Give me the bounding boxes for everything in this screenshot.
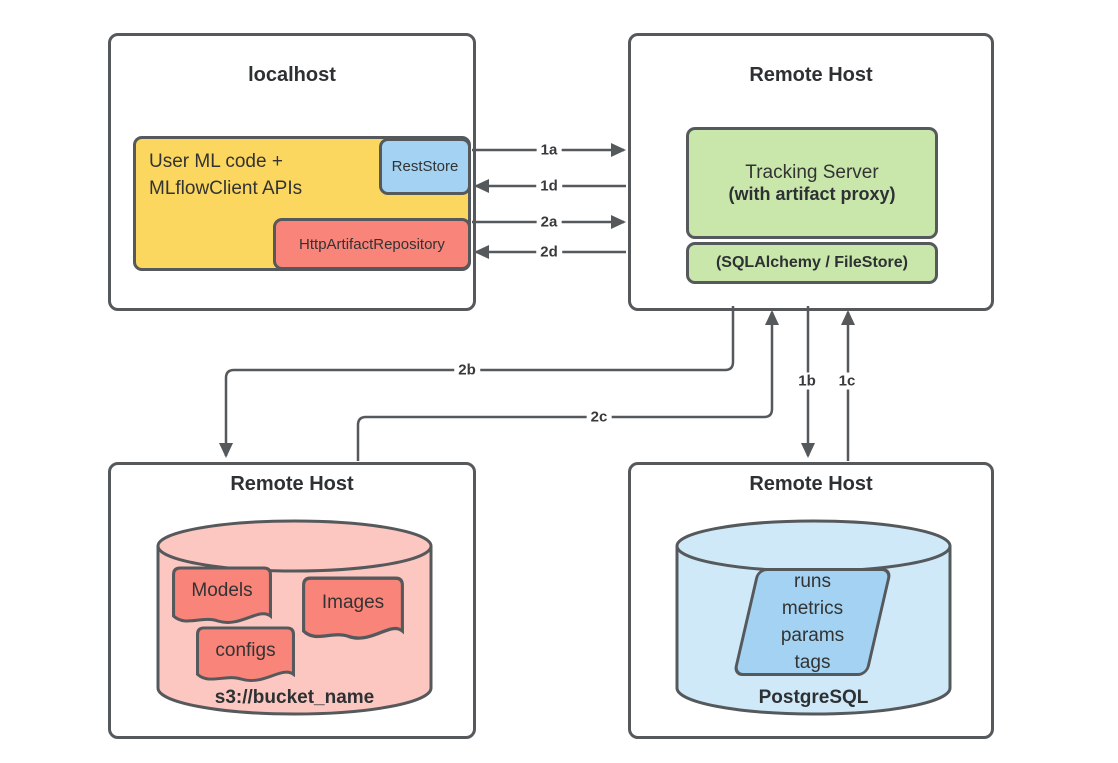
table-tags: tags: [794, 652, 831, 673]
artifact-host-title: Remote Host: [230, 473, 354, 495]
rest-store-box: RestStore: [379, 138, 471, 195]
user-ml-code-line1: User ML code +: [149, 151, 283, 172]
doc-configs-label: configs: [215, 640, 276, 661]
artifact-proxy-label: (with artifact proxy): [728, 183, 896, 204]
database-host-box: Remote Host runs metrics params tags Pos…: [628, 462, 994, 739]
arrow-label-1d: 1d: [536, 177, 562, 195]
tracking-server-label: Tracking Server: [745, 161, 879, 183]
arrow-label-2b: 2b: [454, 361, 480, 379]
doc-configs: configs: [195, 626, 296, 684]
tracking-host-box: Remote Host Tracking Server (with artifa…: [628, 33, 994, 311]
doc-models-shape: [172, 566, 272, 624]
tables-list: runs metrics params tags: [748, 571, 877, 673]
arrow-2c: [356, 310, 779, 461]
table-runs: runs: [794, 571, 831, 592]
arrow-label-2d: 2d: [536, 243, 562, 261]
http-artifact-repository-label: HttpArtifactRepository: [299, 235, 445, 253]
artifact-host-box: Remote Host Models Images configs: [108, 462, 476, 739]
table-params: params: [780, 625, 845, 646]
backend-store-label: (SQLAlchemy / FileStore): [715, 254, 909, 271]
doc-models: Models: [171, 566, 273, 626]
arrow-label-2c: 2c: [586, 408, 612, 426]
database-host-title: Remote Host: [749, 473, 873, 495]
arrow-label-1a: 1a: [536, 141, 562, 159]
http-artifact-repository-box: HttpArtifactRepository: [273, 218, 471, 270]
backend-store-box: (SQLAlchemy / FileStore): [686, 242, 938, 284]
rest-store-label: RestStore: [391, 158, 459, 175]
localhost-title: localhost: [248, 64, 336, 86]
postgresql-label: PostgreSQL: [758, 687, 869, 708]
arrow-label-1c: 1c: [834, 372, 860, 390]
user-ml-code-line2: MLflowClient APIs: [149, 178, 303, 199]
doc-images: Images: [301, 576, 405, 642]
arrow-2b: [219, 306, 735, 458]
tracking-host-title: Remote Host: [749, 64, 873, 86]
arrow-label-1b: 1b: [794, 372, 820, 390]
user-ml-code-label: User ML code + MLflowClient APIs: [136, 139, 468, 202]
doc-images-shape: [302, 576, 404, 640]
tables-parallelogram: runs metrics params tags: [732, 568, 893, 676]
table-metrics: metrics: [781, 598, 844, 619]
doc-models-label: Models: [191, 580, 253, 601]
doc-configs-shape: [196, 626, 295, 682]
localhost-box: localhost User ML code + MLflowClient AP…: [108, 33, 476, 311]
doc-images-label: Images: [321, 592, 385, 613]
bucket-label: s3://bucket_name: [214, 687, 375, 708]
arrow-label-2a: 2a: [536, 213, 562, 231]
tracking-server-box: Tracking Server (with artifact proxy): [686, 127, 938, 239]
